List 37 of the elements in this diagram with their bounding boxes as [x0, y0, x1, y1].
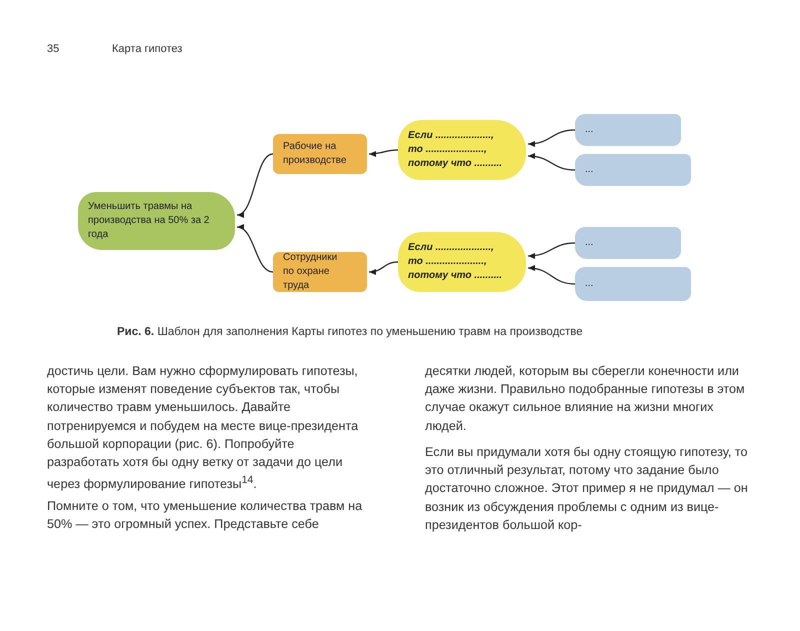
- hypothesis-blob: [398, 232, 526, 292]
- running-header: Карта гипотез: [112, 42, 184, 56]
- figure-caption: Рис. 6. Шаблон для заполнения Карты гипотез по уменьшению травм на производстве: [117, 325, 584, 340]
- group-blob: [273, 134, 367, 174]
- fill-in-line: потому что ..........: [408, 157, 504, 171]
- arrow: [236, 153, 274, 216]
- fill-in-line: то .....................,: [408, 143, 488, 157]
- idea-blob: [575, 154, 691, 186]
- node-text: Сотрудники по охране труда: [283, 251, 338, 293]
- node-text: Уменьшить травмы на производства на 50% за 2 года: [88, 200, 210, 242]
- fill-in-line: то .....................,: [408, 255, 488, 269]
- node-text: ...: [585, 123, 594, 137]
- node-text: ...: [585, 277, 594, 291]
- fill-in-line: Если ....................,: [408, 241, 495, 255]
- idea-blob: [575, 227, 681, 259]
- arrow: [236, 226, 274, 273]
- arrow: [368, 149, 398, 157]
- paragraph: Если вы придумали хотя бы одну стоящую гипотезу, то это отличный результат, потому что задание было достаточно сложное. Этот пример я не придумал — он возник из обсуждения проблемы с одним из вице-президентов большой кор-: [425, 444, 749, 534]
- paragraph: Помните о том, что уменьшение количества травм на 50% — это огромный успех. Представьте себе: [47, 498, 364, 534]
- paragraph: достичь цели. Вам нужно сформулировать гипотезы, которые изменят поведение субъектов так, чтобы количество травм уменьшилось. Давайте потренируемся и побудем на месте вице-президента большой корпорации (рис. 6). Попробуйте разработать хотя бы одну ветку от задачи до цели через формулирование гипотезы$^{14}$.: [47, 363, 360, 494]
- node-text: ...: [585, 236, 594, 250]
- arrow: [528, 153, 576, 171]
- hypothesis-blob: [398, 120, 526, 180]
- page-number: 35: [47, 42, 60, 56]
- arrow: [528, 129, 576, 147]
- fill-in-line: Если ....................,: [408, 129, 495, 143]
- arrow: [528, 242, 576, 259]
- node-text: ...: [585, 163, 594, 177]
- fill-in-line: потому что ..........: [408, 269, 504, 283]
- arrow: [528, 265, 576, 285]
- goal-blob: [78, 192, 235, 250]
- paragraph: десятки людей, которым вы сберегли конечности или даже жизни. Правильно подобранные гипотезы в этом случае окажут сильное влияние на жизни многих людей.: [425, 363, 746, 435]
- group-blob: [273, 252, 367, 292]
- idea-blob: [575, 114, 681, 146]
- idea-blob: [575, 267, 691, 301]
- node-text: Рабочие на производстве: [283, 140, 348, 168]
- arrow: [368, 261, 398, 275]
